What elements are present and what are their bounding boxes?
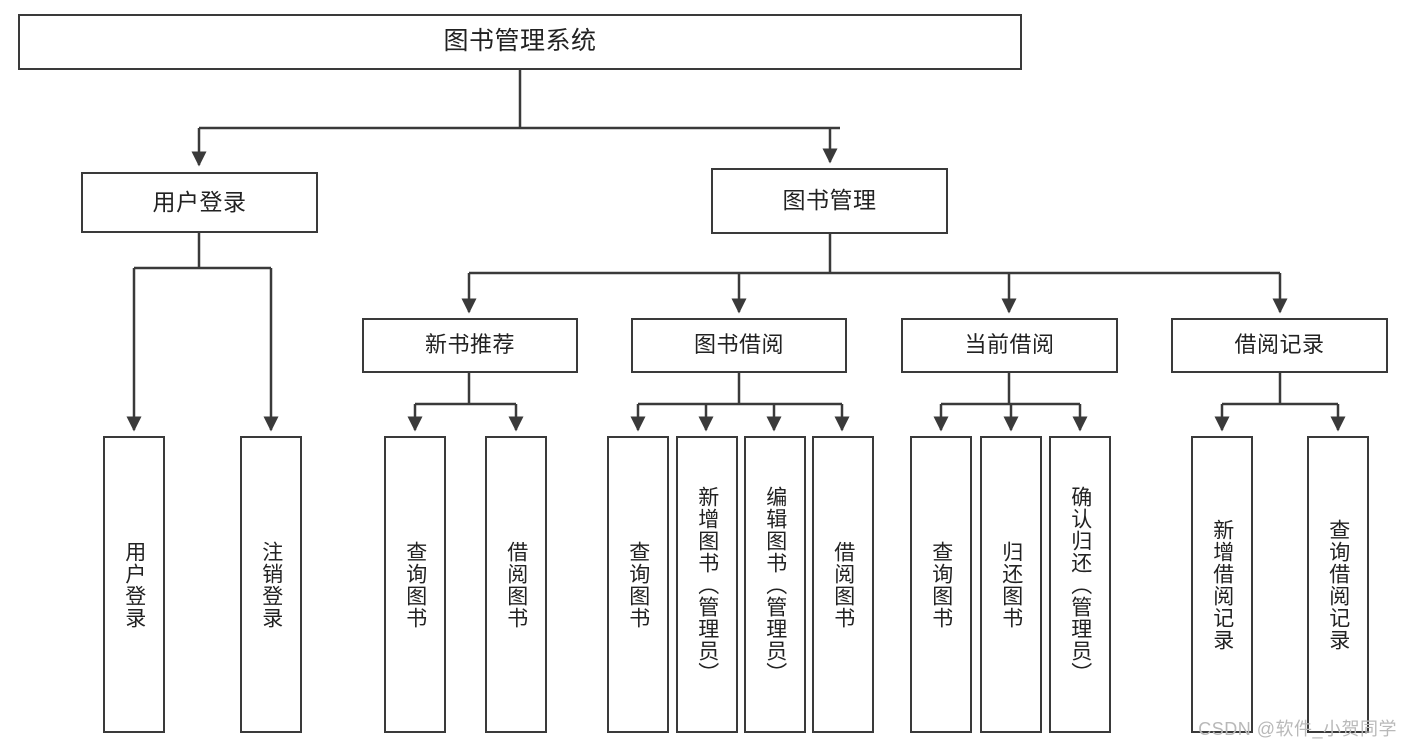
- leaf-add-record-label: 新增借阅记录: [1210, 518, 1234, 651]
- csdn-watermark: CSDN @软件_小贺同学: [1198, 719, 1397, 739]
- leaf-add-book[interactable]: 新增图书（管理员）: [676, 436, 738, 733]
- leaf-edit-book-label: 编辑图书（管理员）: [763, 485, 787, 684]
- node-root[interactable]: 图书管理系统: [18, 14, 1022, 70]
- leaf-borrow-book-1-label: 借阅图书: [504, 540, 528, 629]
- node-book-manage-label: 图书管理: [782, 187, 877, 214]
- node-root-label: 图书管理系统: [443, 27, 597, 56]
- leaf-return-book-label: 归还图书: [999, 540, 1023, 629]
- leaf-add-book-label: 新增图书（管理员）: [695, 485, 719, 684]
- leaf-borrow-book-2[interactable]: 借阅图书: [812, 436, 874, 733]
- node-book-manage[interactable]: 图书管理: [711, 168, 948, 234]
- leaf-query-book-3[interactable]: 查询图书: [910, 436, 972, 733]
- node-new-book-recommend[interactable]: 新书推荐: [362, 318, 578, 373]
- node-user-login[interactable]: 用户登录: [81, 172, 318, 233]
- leaf-borrow-book-1[interactable]: 借阅图书: [485, 436, 547, 733]
- node-book-borrow[interactable]: 图书借阅: [631, 318, 847, 373]
- leaf-user-login[interactable]: 用户登录: [103, 436, 165, 733]
- leaf-query-record[interactable]: 查询借阅记录: [1307, 436, 1369, 733]
- node-book-borrow-label: 图书借阅: [693, 332, 784, 358]
- leaf-logout-login-label: 注销登录: [259, 540, 283, 629]
- leaf-edit-book[interactable]: 编辑图书（管理员）: [744, 436, 806, 733]
- leaf-add-record[interactable]: 新增借阅记录: [1191, 436, 1253, 733]
- leaf-borrow-book-2-label: 借阅图书: [831, 540, 855, 629]
- leaf-logout-login[interactable]: 注销登录: [240, 436, 302, 733]
- leaf-query-book-2-label: 查询图书: [626, 540, 650, 629]
- node-borrow-record-label: 借阅记录: [1234, 332, 1325, 358]
- leaf-return-book[interactable]: 归还图书: [980, 436, 1042, 733]
- node-current-borrow-label: 当前借阅: [964, 332, 1055, 358]
- leaf-confirm-return-label: 确认归还（管理员）: [1068, 485, 1092, 684]
- leaf-query-book-1[interactable]: 查询图书: [384, 436, 446, 733]
- node-new-book-recommend-label: 新书推荐: [424, 332, 515, 358]
- leaf-query-book-3-label: 查询图书: [929, 540, 953, 629]
- node-current-borrow[interactable]: 当前借阅: [901, 318, 1118, 373]
- leaf-query-book-2[interactable]: 查询图书: [607, 436, 669, 733]
- leaf-query-record-label: 查询借阅记录: [1326, 518, 1350, 651]
- leaf-query-book-1-label: 查询图书: [403, 540, 427, 629]
- node-user-login-label: 用户登录: [152, 188, 247, 215]
- node-borrow-record[interactable]: 借阅记录: [1171, 318, 1388, 373]
- leaf-user-login-label: 用户登录: [122, 540, 146, 629]
- leaf-confirm-return[interactable]: 确认归还（管理员）: [1049, 436, 1111, 733]
